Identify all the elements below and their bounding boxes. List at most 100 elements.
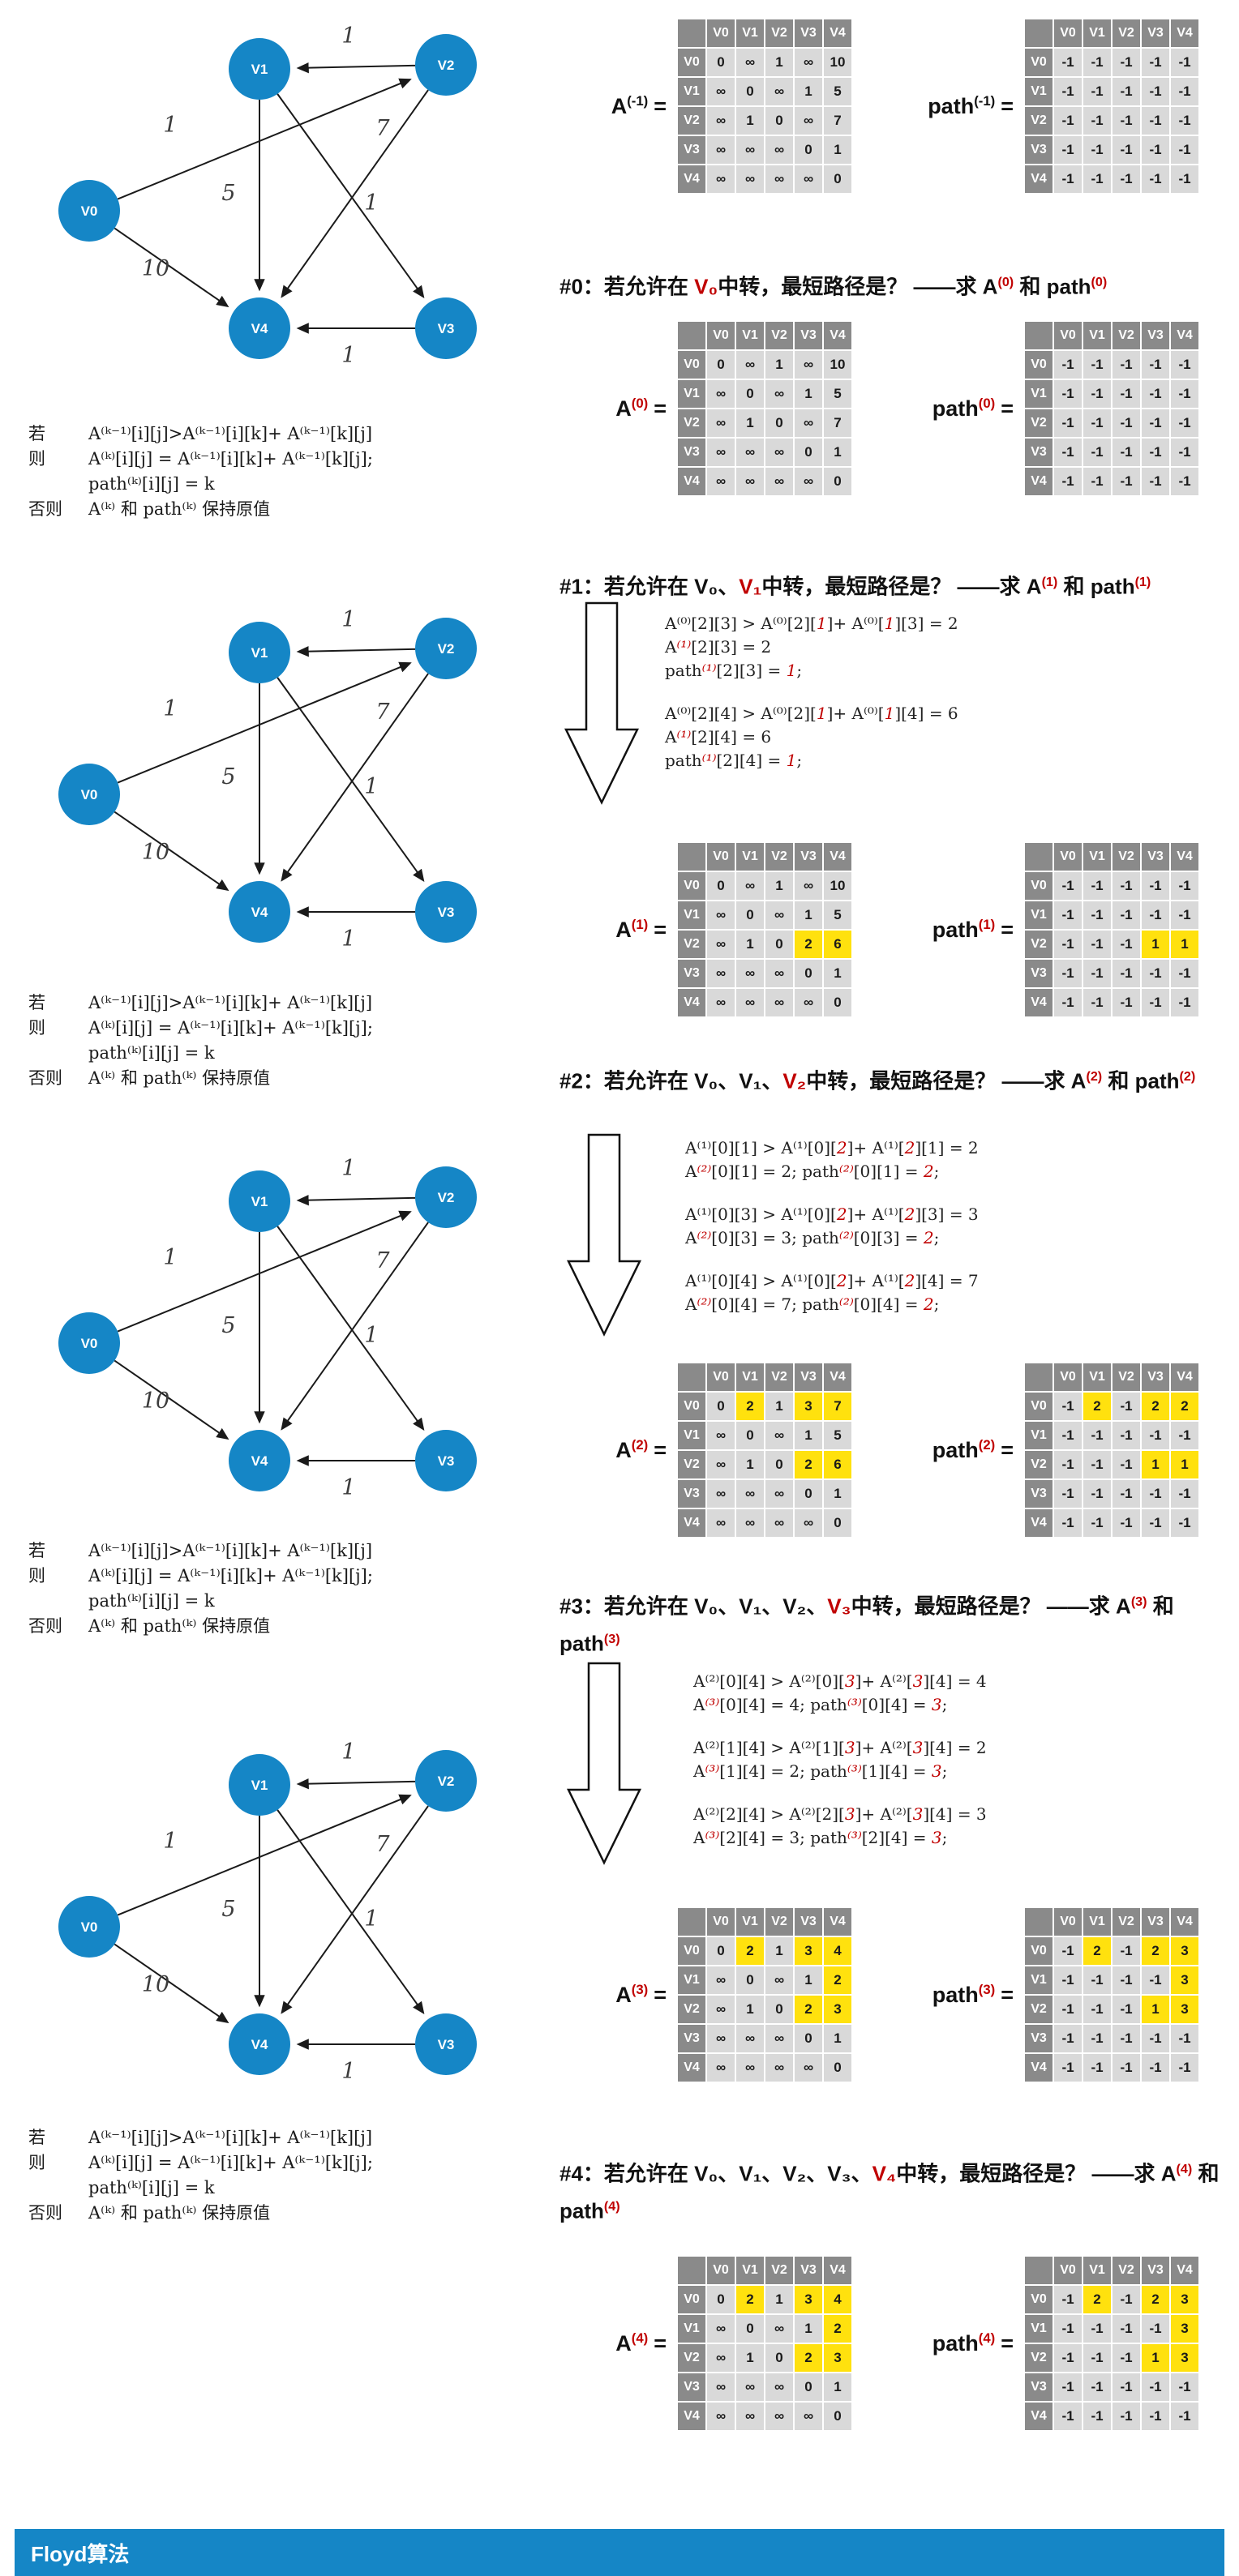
matrix-cell: 0 [705,871,736,901]
matrix-row-header: V3 [1023,437,1054,468]
matrix-col-header: V2 [1111,841,1142,872]
matrix-cell: 1 [1140,1994,1171,2025]
matrix-cell: ∞ [705,2343,736,2373]
matrix-col-header: V4 [822,841,853,872]
edge-weight-label: 7 [375,1832,390,1857]
matrix-row-header: V3 [1023,2023,1054,2054]
matrix-cell: 7 [822,105,853,136]
else-expression: A⁽ᵏ⁾ 和 path⁽ᵏ⁾ 保持原值 [88,1616,271,1636]
matrix-cell: -1 [1053,466,1083,497]
matrix-col-header: V0 [1053,841,1083,872]
matrix-cell: 2 [1140,2284,1171,2315]
matrix-row-header: V0 [1023,349,1054,380]
matrix-cell: ∞ [705,987,736,1018]
matrix-cell: -1 [1140,379,1171,409]
matrix-row-header: V1 [1023,1420,1054,1451]
matrix-row-header: V1 [1023,900,1054,931]
highlight-vertex: V₁ [739,574,762,599]
computation-line: A⁽²⁾[0][4] = 7; path⁽²⁾[0][4] = 2; [685,1294,940,1314]
matrix-cell: -1 [1111,1478,1142,1509]
matrix-cell: -1 [1053,1391,1083,1422]
matrix-cell: 3 [793,2284,824,2315]
matrix-cell: 0 [822,2052,853,2083]
matrix-cell: -1 [1111,2401,1142,2432]
matrix-cell: 2 [1082,1391,1113,1422]
computation-line: A⁽²⁾[1][4] > A⁽²⁾[1][3]+ A⁽²⁾[3][4] = 2 [693,1738,987,1757]
matrix-cell: ∞ [735,1478,765,1509]
matrix-cell: -1 [1111,871,1142,901]
matrix-cell: -1 [1140,2052,1171,2083]
matrix-row-header: V2 [676,2343,707,2373]
matrix-cell: ∞ [705,1420,736,1451]
matrix-col-header: V3 [793,2255,824,2286]
matrix-row-header: V3 [676,2372,707,2403]
matrix-cell: -1 [1053,2313,1083,2344]
matrix-cell: ∞ [764,900,795,931]
matrix-row-header: V1 [676,1420,707,1451]
matrix-row-header: V4 [1023,987,1054,1018]
matrix-col-header: V4 [1169,320,1200,351]
matrix-cell: -1 [1111,1936,1142,1966]
matrix-cell: ∞ [705,2023,736,2054]
matrix-cell: ∞ [705,466,736,497]
matrix-row-header: V2 [676,1449,707,1480]
matrix-cell: ∞ [764,466,795,497]
matrix-cell: 1 [735,929,765,960]
matrix-col-header: V2 [1111,1906,1142,1937]
matrix-cell: 1 [793,1965,824,1996]
matrix-cell: -1 [1053,900,1083,931]
matrix-cell: -1 [1082,1965,1113,1996]
matrix-row-header: V0 [1023,47,1054,78]
then-label: 则 [28,1019,45,1038]
matrix-cell: -1 [1053,1478,1083,1509]
matrix-cell: 1 [822,958,853,989]
matrix-cell: 0 [764,1449,795,1480]
matrix-cell: -1 [1111,379,1142,409]
matrix-cell: ∞ [793,871,824,901]
matrix-cell: -1 [1140,47,1171,78]
matrix-cell: ∞ [764,76,795,107]
down-arrow-icon [566,1662,643,1870]
computation-line: A⁽¹⁾[0][4] > A⁽¹⁾[0][2]+ A⁽¹⁾[2][4] = 7 [685,1271,979,1290]
edge-V2-V1 [296,62,416,74]
matrix-cell: -1 [1082,1478,1113,1509]
node-label: V0 [81,1336,98,1351]
step-heading-3: #3：若允许在 V₀、V₁、V₂、V₃中转，最短路径是？ ——求 A(3) 和 … [559,1594,1174,1656]
matrix-cell: -1 [1053,2052,1083,2083]
matrix-cell: -1 [1140,76,1171,107]
matrix-cell: ∞ [764,437,795,468]
matrix-row-header: V2 [1023,1449,1054,1480]
node-label: V3 [438,905,455,920]
matrix-label-A3: A(3)= [615,1982,667,2007]
matrix-cell: ∞ [793,105,824,136]
matrix-label-A-minus1: A(-1)= [611,93,667,118]
edge-weight-label: 1 [364,1323,378,1348]
matrix-cell: ∞ [764,2052,795,2083]
matrix-col-header: V4 [1169,841,1200,872]
edge-weight-label: 10 [142,1389,169,1414]
matrix-cell: -1 [1140,900,1171,931]
matrix-cell: -1 [1053,105,1083,136]
matrix-row-header: V4 [1023,466,1054,497]
matrix-cell: -1 [1111,2023,1142,2054]
matrix-col-header: V4 [1169,1906,1200,1937]
matrix-cell: 2 [793,1994,824,2025]
matrix-cell: 1 [735,2343,765,2373]
matrix-cell: -1 [1082,2401,1113,2432]
else-expression: A⁽ᵏ⁾ 和 path⁽ᵏ⁾ 保持原值 [88,2203,271,2223]
matrix-cell: ∞ [764,135,795,165]
matrix-cell: -1 [1140,1508,1171,1538]
matrix-cell: ∞ [735,164,765,195]
matrix-cell: -1 [1053,408,1083,439]
edge-weight-label: 10 [142,840,169,865]
matrix-row-header: V3 [1023,135,1054,165]
matrix-cell: -1 [1140,958,1171,989]
matrix-cell: 1 [764,871,795,901]
